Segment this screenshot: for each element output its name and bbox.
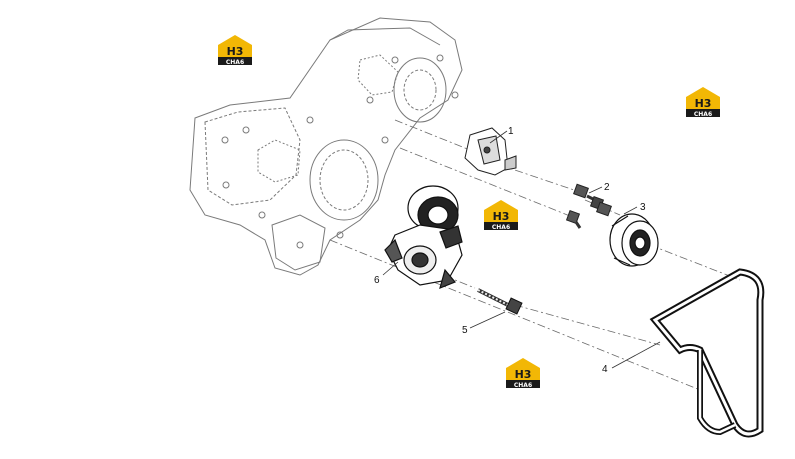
- callout-2: 2: [604, 182, 610, 193]
- callout-6: 6: [374, 275, 380, 286]
- callout-3: 3: [640, 202, 646, 213]
- callout-4: 4: [602, 364, 608, 375]
- svg-text:CHA6: CHA6: [694, 111, 712, 118]
- svg-text:H3: H3: [227, 45, 244, 58]
- alignment-lines: [329, 119, 741, 391]
- watermark-logo: H3 CHA6: [506, 358, 540, 389]
- part-4-drive-belt: [649, 268, 765, 438]
- bolt-lower: [596, 201, 612, 217]
- watermark-logo: H3 CHA6: [484, 200, 518, 231]
- part-3-idler-pulley: [609, 213, 659, 267]
- part-6-belt-tensioner: [384, 185, 463, 290]
- watermark-logo: H3 CHA6: [686, 87, 720, 118]
- callout-5: 5: [462, 325, 468, 336]
- svg-text:H3: H3: [515, 368, 532, 381]
- part-5-long-bolt: [477, 288, 523, 315]
- part-1-bracket: [464, 127, 517, 176]
- svg-text:CHA6: CHA6: [514, 382, 532, 389]
- callout-leaders: [382, 130, 661, 369]
- watermark-logo: H3 CHA6: [218, 35, 252, 66]
- part-2-bolts: [565, 183, 612, 229]
- engine-front-cover: [189, 17, 463, 276]
- svg-text:H3: H3: [493, 210, 510, 223]
- svg-text:H3: H3: [695, 97, 712, 110]
- svg-text:CHA6: CHA6: [492, 224, 510, 231]
- bolt-small: [565, 209, 582, 229]
- svg-text:CHA6: CHA6: [226, 59, 244, 66]
- callout-1: 1: [508, 126, 514, 137]
